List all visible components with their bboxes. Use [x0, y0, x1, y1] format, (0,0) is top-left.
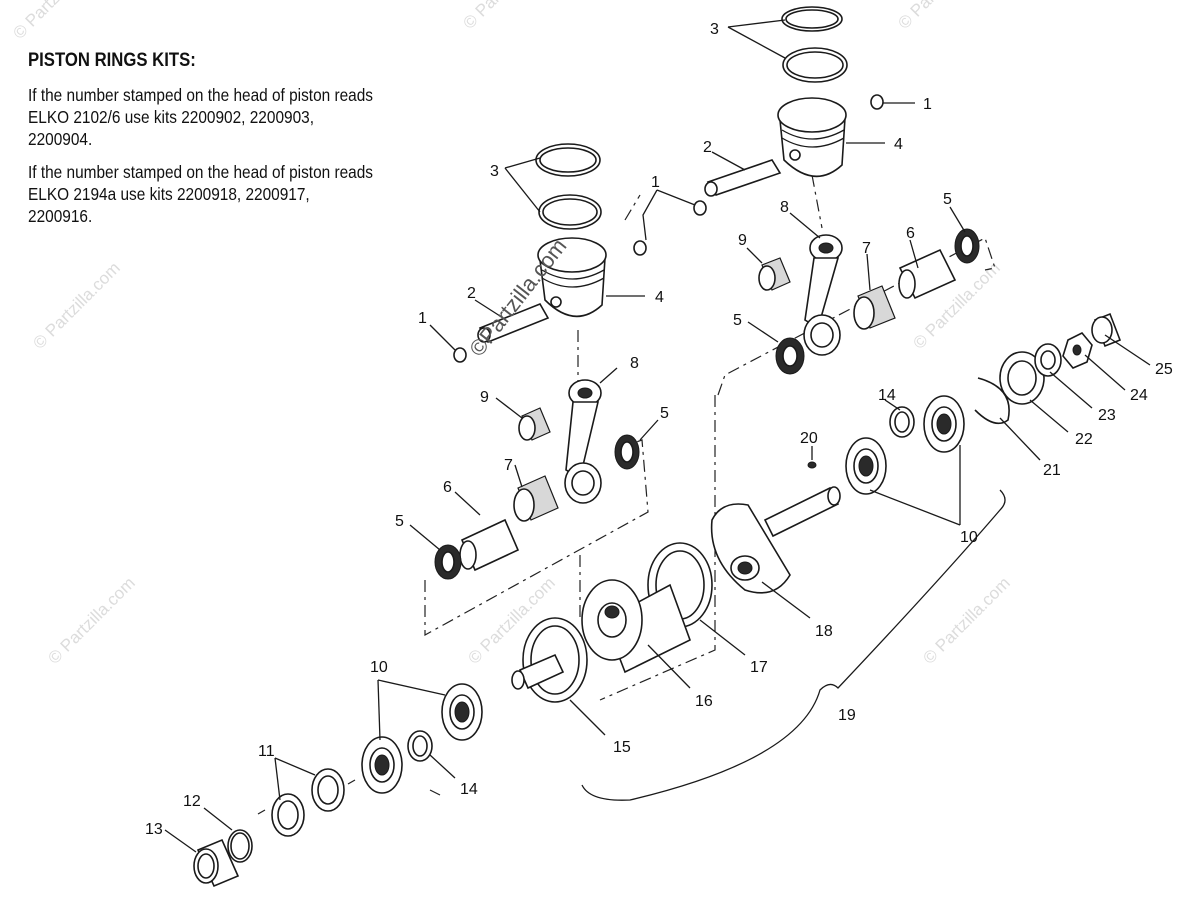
- callout-3: 3: [490, 163, 499, 180]
- callout-11: 11: [258, 743, 275, 760]
- note-paragraph-elko-2102: If the number stamped on the head of pis…: [28, 85, 374, 149]
- callout-1: 1: [651, 174, 660, 191]
- callout-5: 5: [660, 405, 669, 422]
- callout-numbers: 3 1 4 2 1 3 2 1 4 8 9 7 6 5 5 8 9 5 7 6 …: [145, 21, 1173, 838]
- callout-15: 15: [613, 739, 631, 756]
- main-bearing-right-inner: [845, 437, 887, 495]
- watermark-faint: © Partzilla.com: [9, 0, 103, 43]
- piston-pin-left: [477, 302, 550, 344]
- assembly-bracket: [581, 489, 1006, 801]
- woodruff-key: [807, 461, 817, 469]
- piston-ring-pair-left: [535, 143, 602, 230]
- retaining-ring: [974, 377, 1010, 425]
- callout-3: 3: [710, 21, 719, 38]
- callout-9: 9: [480, 389, 489, 406]
- note-heading: PISTON RINGS KITS:: [28, 50, 196, 71]
- crankshaft-right-web: [710, 486, 841, 594]
- shim-washers: [271, 768, 345, 837]
- callout-20: 20: [800, 430, 818, 447]
- crank-pin-right: [898, 248, 957, 300]
- callout-22: 22: [1075, 431, 1093, 448]
- watermark-faint: © Partzilla.com: [919, 573, 1013, 667]
- note-paragraph-elko-2194a: If the number stamped on the head of pis…: [28, 162, 374, 226]
- callout-4: 4: [655, 289, 664, 306]
- callout-1: 1: [418, 310, 427, 327]
- circlip-left: [453, 240, 647, 363]
- callout-6: 6: [443, 479, 452, 496]
- callout-12: 12: [183, 793, 201, 810]
- washer: [1034, 343, 1062, 377]
- callout-7: 7: [504, 457, 513, 474]
- piston-right: [777, 97, 847, 178]
- callout-14: 14: [878, 387, 896, 404]
- seal-ring-right: [889, 406, 915, 438]
- callout-5: 5: [733, 312, 742, 329]
- watermark-faint: © Partzilla.com: [894, 0, 988, 33]
- oil-seal: [999, 351, 1045, 405]
- callout-18: 18: [815, 623, 833, 640]
- callout-14: 14: [460, 781, 478, 798]
- callout-7: 7: [862, 240, 871, 257]
- piston-rings-note: PISTON RINGS KITS: If the number stamped…: [28, 50, 373, 238]
- nut: [1062, 332, 1093, 369]
- callout-25: 25: [1155, 361, 1173, 378]
- crank-pin-left: [459, 518, 520, 572]
- piston-ring-pair-right: [781, 6, 848, 83]
- centre-lines: [257, 174, 996, 815]
- callout-1: 1: [923, 96, 932, 113]
- spacer-bushing: [1091, 312, 1122, 348]
- piston-left: [537, 237, 607, 318]
- connecting-rod-left: [564, 379, 602, 504]
- callout-5: 5: [395, 513, 404, 530]
- thrust-washers-right: [775, 228, 980, 375]
- main-bearing-right-outer: [923, 395, 965, 453]
- callout-13: 13: [145, 821, 163, 838]
- callout-5: 5: [943, 191, 952, 208]
- connecting-rod-right: [803, 234, 843, 356]
- callout-9: 9: [738, 232, 747, 249]
- o-ring: [227, 829, 253, 863]
- callout-6: 6: [906, 225, 915, 242]
- callout-2: 2: [703, 139, 712, 156]
- sleeve: [193, 838, 240, 888]
- main-bearing-left-inner: [361, 736, 403, 794]
- circlip-right: [693, 94, 884, 216]
- callout-23: 23: [1098, 407, 1116, 424]
- callout-19: 19: [838, 707, 856, 724]
- crankshaft-left-web: [511, 617, 588, 703]
- main-bearing-left-outer: [441, 683, 483, 741]
- watermark-faint: © Partzilla.com: [29, 258, 123, 352]
- piston-pin-right: [704, 159, 782, 197]
- callout-8: 8: [780, 199, 789, 216]
- leader-lines: [164, 19, 1151, 853]
- callout-24: 24: [1130, 387, 1148, 404]
- callout-16: 16: [695, 693, 713, 710]
- callout-2: 2: [467, 285, 476, 302]
- crankshaft-center-section: [581, 542, 713, 674]
- watermark-faint: © Partzilla.com: [459, 0, 553, 33]
- seal-ring-left: [407, 730, 433, 762]
- callout-8: 8: [630, 355, 639, 372]
- background-watermarks: © Partzilla.com © Partzilla.com © Partzi…: [9, 0, 1013, 668]
- callout-10: 10: [960, 529, 978, 546]
- callout-21: 21: [1043, 462, 1061, 479]
- watermark-faint: © Partzilla.com: [44, 573, 138, 667]
- needle-bearing-small-left: [518, 407, 551, 441]
- callout-17: 17: [750, 659, 768, 676]
- callout-10: 10: [370, 659, 388, 676]
- needle-bearing-small-right: [758, 257, 791, 291]
- needle-bearing-large-left: [513, 475, 559, 522]
- callout-4: 4: [894, 136, 903, 153]
- thrust-washers-left: [434, 434, 640, 580]
- needle-bearing-large-right: [853, 285, 896, 330]
